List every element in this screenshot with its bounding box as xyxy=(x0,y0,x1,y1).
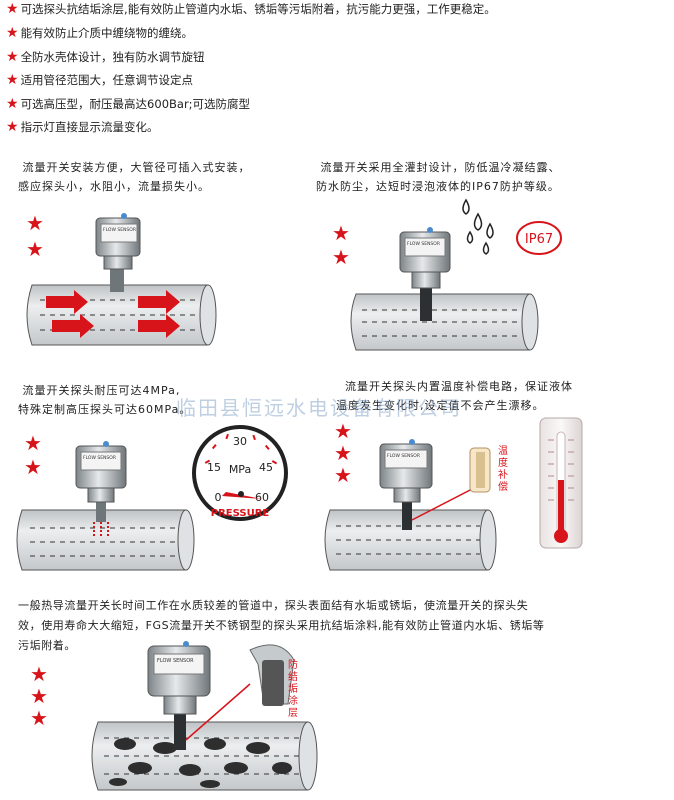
feature-text: 可选高压型，耐压最高达600Bar;可选防腐型 xyxy=(20,97,251,111)
temp-caption: 流量开关探头内置温度补偿电路，保证液体 温度发生变化时,设定值不会产生漂移。 xyxy=(336,380,573,412)
feature-text: 能有效防止介质中缠绕物的缠绕。 xyxy=(20,26,194,40)
star-icon: ★ xyxy=(332,245,350,269)
watermark: 临田县恒远水电设备有限公司 xyxy=(176,396,462,420)
star-icon: ★ xyxy=(334,441,352,465)
svg-text:温: 温 xyxy=(498,445,508,457)
coating-caption: 一般热导流量开关长时间工作在水质较差的管道中，探头表面结有水垢或锈垢，使流量开关… xyxy=(18,599,545,652)
svg-text:IP67: IP67 xyxy=(525,232,553,247)
svg-text:偿: 偿 xyxy=(498,480,508,493)
feature-item: ★指示灯直接显示流量变化。 xyxy=(6,120,159,134)
pipe xyxy=(350,293,539,351)
star-icon: ★ xyxy=(30,684,48,708)
probe-label: 温 度 补 偿 xyxy=(498,445,508,493)
pipe xyxy=(324,509,497,571)
svg-text:补: 补 xyxy=(498,468,508,481)
star-icon: ★ xyxy=(6,119,19,135)
feature-text: 全防水壳体设计，独有防水调节旋钮 xyxy=(20,50,205,64)
flow-sensor-device: FLOW SENSOR xyxy=(399,227,451,321)
svg-text:MPa: MPa xyxy=(229,463,251,476)
star-icon: ★ xyxy=(334,463,352,487)
water-drop-icons xyxy=(462,198,494,255)
star-icon: ★ xyxy=(332,221,350,245)
temperature-panel: ★ ★ ★ FLOW SENSOR 温 度 补 偿 xyxy=(324,417,583,571)
star-icon: ★ xyxy=(334,419,352,443)
scale-deposit-icons xyxy=(109,738,292,788)
svg-text:FLOW SENSOR: FLOW SENSOR xyxy=(387,453,420,459)
feature-text: 适用管径范围大，任意调节设定点 xyxy=(20,73,194,87)
probe-label: 防 结 垢 涂 层 xyxy=(288,658,298,719)
seal-caption: 流量开关采用全灌封设计，防低温冷凝结露、 防水防尘，达短时浸泡液体的IP67防护… xyxy=(316,161,561,193)
svg-text:15: 15 xyxy=(207,461,221,474)
svg-text:FLOW SENSOR: FLOW SENSOR xyxy=(407,241,440,247)
pipe xyxy=(91,721,318,791)
svg-text:PRESSURE: PRESSURE xyxy=(211,508,270,519)
pipe xyxy=(26,284,217,346)
star-icon: ★ xyxy=(26,211,44,235)
svg-text:垢: 垢 xyxy=(288,683,298,695)
svg-text:0: 0 xyxy=(215,491,222,504)
feature-item: ★能有效防止介质中缠绕物的缠绕。 xyxy=(6,26,193,40)
svg-text:FLOW SENSOR: FLOW SENSOR xyxy=(83,455,116,461)
install-panel: ★ ★ FLOW SENSOR xyxy=(26,211,217,346)
svg-text:FLOW SENSOR: FLOW SENSOR xyxy=(157,658,194,664)
svg-text:防: 防 xyxy=(288,658,298,671)
flow-sensor-device: FLOW SENSOR xyxy=(75,441,127,522)
svg-text:层: 层 xyxy=(288,707,298,719)
pressure-caption: 流量开关探头耐压可达4MPa, 特殊定制高压探头可达60MPa。 xyxy=(18,384,192,416)
svg-text:度: 度 xyxy=(498,456,508,469)
svg-text:60: 60 xyxy=(255,491,269,504)
feature-item: ★适用管径范围大，任意调节设定点 xyxy=(6,73,193,87)
flow-sensor-device: FLOW SENSOR xyxy=(147,641,211,750)
star-icon: ★ xyxy=(26,237,44,261)
star-icon: ★ xyxy=(30,662,48,686)
pipe xyxy=(16,509,195,571)
probe-closeup xyxy=(469,447,491,493)
pressure-gauge: 0 15 30 45 60 MPa PRESSURE xyxy=(192,425,288,521)
svg-text:FLOW SENSOR: FLOW SENSOR xyxy=(103,227,136,233)
flow-arrow-icons xyxy=(46,290,180,338)
feature-text: 指示灯直接显示流量变化。 xyxy=(20,120,159,134)
star-icon: ★ xyxy=(6,25,19,41)
feature-item: ★可选探头抗结垢涂层,能有效防止管道内水垢、锈垢等污垢附着，抗污能力更强，工作更… xyxy=(6,2,496,16)
feature-text: 可选探头抗结垢涂层,能有效防止管道内水垢、锈垢等污垢附着，抗污能力更强，工作更稳… xyxy=(20,2,496,16)
callout-line xyxy=(185,683,251,741)
ip67-badge: IP67 xyxy=(516,221,562,255)
svg-text:45: 45 xyxy=(259,461,273,474)
flow-sensor-device: FLOW SENSOR xyxy=(95,213,141,292)
pressure-panel: ★ ★ FLOW SENSOR xyxy=(16,425,288,571)
star-icon: ★ xyxy=(6,49,19,65)
svg-text:结: 结 xyxy=(288,670,298,683)
star-icon: ★ xyxy=(24,431,42,455)
thermometer-icon xyxy=(539,417,583,549)
star-icon: ★ xyxy=(6,72,19,88)
star-icon: ★ xyxy=(30,706,48,730)
pressure-arrow-icons xyxy=(93,522,109,538)
feature-item: ★全防水壳体设计，独有防水调节旋钮 xyxy=(6,50,205,64)
callout-line xyxy=(411,487,475,521)
star-icon: ★ xyxy=(24,455,42,479)
install-caption: 流量开关安装方便，大管径可插入式安装， 感应探头小，水阻小，流量损失小。 xyxy=(18,161,251,193)
star-icon: ★ xyxy=(6,96,19,112)
seal-panel: ★ ★ FLOW SENSOR IP67 xyxy=(332,198,562,351)
svg-text:涂: 涂 xyxy=(288,694,298,707)
feature-item: ★可选高压型，耐压最高达600Bar;可选防腐型 xyxy=(6,97,250,111)
svg-text:30: 30 xyxy=(233,435,247,448)
coating-panel: ★ ★ ★ FLOW SENSOR xyxy=(30,641,318,791)
star-icon: ★ xyxy=(6,1,19,17)
flow-sensor-device: FLOW SENSOR xyxy=(379,439,433,530)
probe-closeup xyxy=(249,644,295,706)
